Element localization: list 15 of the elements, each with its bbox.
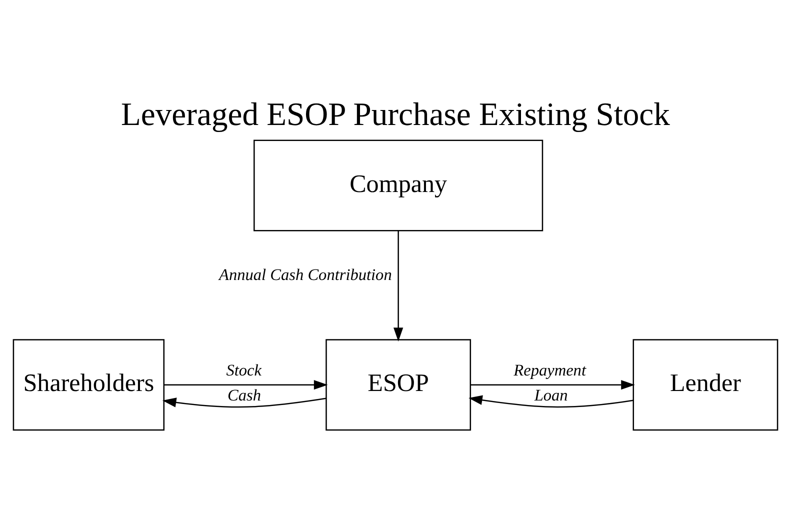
arrow bbox=[468, 395, 634, 408]
edge-label: Cash bbox=[228, 385, 261, 404]
arrow bbox=[164, 380, 328, 390]
node-box: Company bbox=[254, 140, 544, 232]
node-box: ESOP bbox=[326, 339, 472, 431]
arrow bbox=[470, 380, 635, 390]
edge-label: Loan bbox=[534, 385, 568, 404]
diagram-title: Leveraged ESOP Purchase Existing Stock bbox=[121, 97, 670, 134]
edge-label: Annual Cash Contribution bbox=[219, 264, 392, 284]
node-box: Shareholders bbox=[12, 339, 165, 431]
edge-label: Stock bbox=[226, 360, 262, 380]
node-box: Lender bbox=[632, 339, 778, 431]
edge-label: Repayment bbox=[514, 360, 586, 380]
arrow bbox=[162, 398, 326, 408]
arrow bbox=[393, 230, 404, 342]
